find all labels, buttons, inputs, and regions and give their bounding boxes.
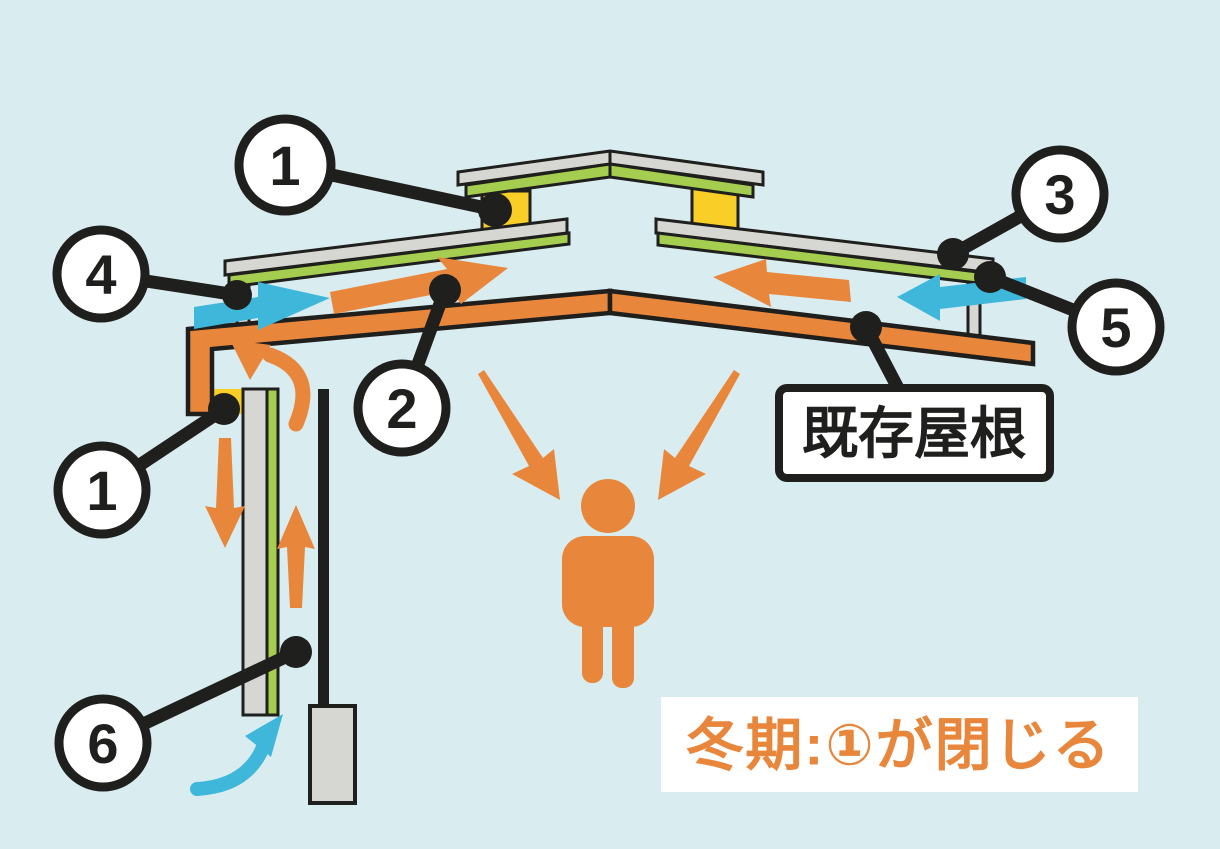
callout-circle bbox=[52, 225, 150, 323]
winter-note-text: 冬期:①が閉じる bbox=[686, 714, 1111, 778]
cavity-airflow-arrow-right bbox=[713, 259, 851, 307]
wall-inner-layer bbox=[265, 387, 280, 717]
winter-note-box bbox=[661, 697, 1138, 792]
existing-roof-label-text: 既存屋根 bbox=[802, 402, 1026, 465]
wall-intake-arrow-head bbox=[245, 714, 283, 757]
callout-2-cavity-airflow: 2 bbox=[353, 274, 461, 457]
callout-4-eave-intake: 4 bbox=[52, 225, 252, 323]
person-right-leg bbox=[612, 598, 634, 688]
wall-downflow-arrow bbox=[205, 438, 245, 548]
person-head bbox=[581, 479, 635, 533]
callout-circle bbox=[1011, 145, 1109, 243]
wall-assembly bbox=[241, 387, 357, 805]
callout-number: 1 bbox=[269, 134, 300, 197]
leader-dot bbox=[478, 193, 512, 227]
eave-circulation-arrow-head bbox=[230, 340, 271, 380]
leader-dot bbox=[429, 274, 461, 306]
callout-5-roof-under-layer: 5 bbox=[974, 261, 1165, 376]
wall-intake-arrow-tail bbox=[190, 735, 272, 796]
callout-number: 5 bbox=[1100, 296, 1131, 359]
callout-3-roof-top-layer: 3 bbox=[937, 145, 1109, 270]
cavity-airflow-arrow-left bbox=[330, 257, 508, 314]
winter-note: 冬期:①が閉じる bbox=[661, 697, 1138, 792]
callout-1-wall-damper: 1 bbox=[53, 393, 240, 539]
leader-dot bbox=[208, 393, 240, 425]
leader-dot bbox=[280, 636, 312, 668]
leader-dot bbox=[850, 311, 882, 343]
leader-dot bbox=[222, 280, 252, 310]
person-torso bbox=[562, 536, 654, 627]
wall-intake-arrow bbox=[190, 714, 283, 796]
callout-number: 1 bbox=[86, 459, 117, 522]
wall-upflow-arrow bbox=[277, 505, 315, 608]
callout-number: 4 bbox=[85, 243, 116, 306]
callout-circle bbox=[353, 359, 451, 457]
leader-dot bbox=[937, 238, 969, 270]
callout-number: 3 bbox=[1044, 163, 1075, 226]
callout-1-ridge: 1 bbox=[234, 114, 512, 227]
existing-roof-label: 既存屋根 bbox=[775, 311, 1054, 482]
person-icon bbox=[562, 479, 654, 688]
callout-circle bbox=[54, 694, 152, 792]
wall-base bbox=[308, 704, 357, 805]
callout-6-wall: 6 bbox=[54, 636, 312, 792]
radiant-heat-arrow-left bbox=[478, 370, 560, 500]
person-left-leg bbox=[582, 598, 603, 683]
callout-circle bbox=[53, 441, 151, 539]
existing-roof-label-box bbox=[775, 384, 1054, 482]
eave-circulation-arrow bbox=[230, 340, 311, 432]
callout-number: 6 bbox=[87, 712, 118, 775]
leader-dot bbox=[974, 261, 1006, 293]
existing-roof-right bbox=[607, 288, 1036, 367]
ridge-cap bbox=[456, 149, 765, 199]
callout-circle bbox=[234, 114, 336, 216]
inner-wall-line bbox=[318, 389, 329, 709]
callout-circle bbox=[1067, 278, 1165, 376]
eave-circulation-arrow-tail bbox=[262, 347, 311, 432]
callout-number: 2 bbox=[386, 377, 417, 440]
eave-intake-arrow-left bbox=[194, 282, 330, 330]
radiant-heat-arrow-right bbox=[658, 370, 740, 500]
